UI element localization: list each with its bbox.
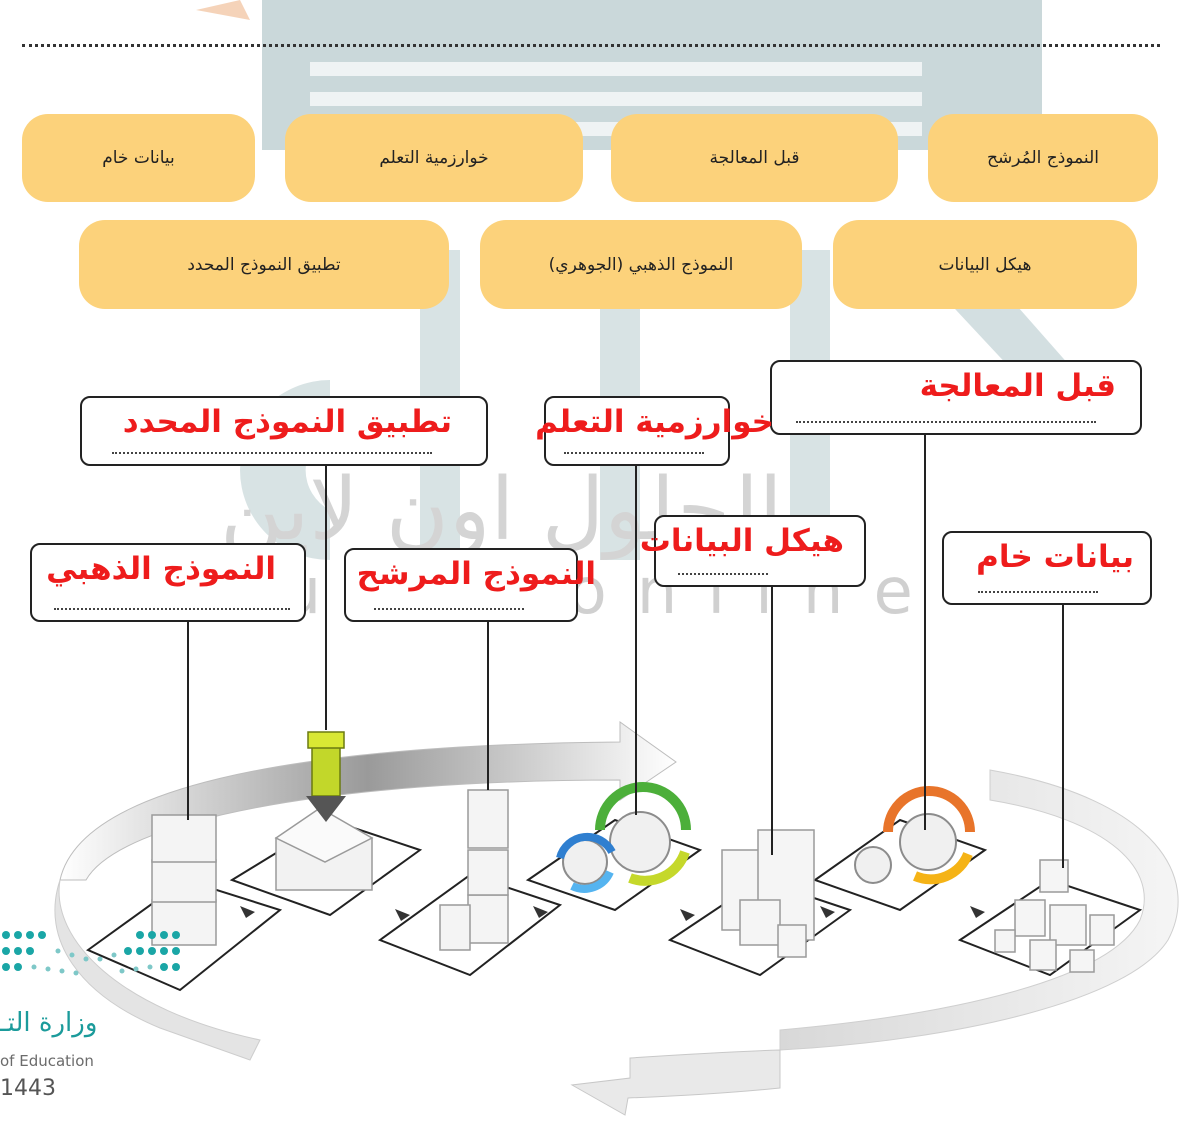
label-dotted-line [54,608,290,610]
label-box[interactable]: النموذج المرشح [344,548,596,622]
label-box[interactable]: النموذج الذهبي [30,543,306,622]
label-box[interactable]: تطبيق النموذج المحدد [80,396,488,466]
label-dotted-line [796,421,1096,423]
label-dotted-line [678,573,768,575]
option-chip[interactable]: النموذج الذهبي (الجوهري) [480,220,802,309]
answer-line [22,44,1160,47]
ministry-year: 1443 [0,1076,56,1101]
label-answer: النموذج المرشح [356,556,596,592]
option-chip[interactable]: بيانات خام [22,114,255,202]
label-answer: تطبيق النموذج المحدد [122,404,452,440]
option-chip[interactable]: هيكل البيانات [833,220,1137,309]
ministry-logo-dots [2,931,180,976]
ministry-english: of Education [0,1052,94,1070]
cycle-arrow-bottom [570,1049,781,1116]
label-dotted-line [374,608,524,610]
label-box[interactable]: هيكل البيانات [640,515,866,587]
label-dotted-line [978,591,1098,593]
option-chip[interactable]: تطبيق النموذج المحدد [79,220,449,309]
label-box[interactable]: بيانات خام [942,531,1152,605]
label-dotted-line [564,452,704,454]
label-answer: هيكل البيانات [639,523,844,559]
option-chip[interactable]: قبل المعالجة [611,114,898,202]
label-answer: خوارزمية التعلم [535,404,774,440]
label-answer: قبل المعالجة [919,368,1116,404]
ministry-name: وزارة التـ [0,1008,98,1038]
label-answer: بيانات خام [976,539,1134,575]
label-box[interactable]: خوارزمية التعلم [535,396,774,466]
cycle-arrow-left [54,879,261,1061]
label-answer: النموذج الذهبي [46,551,276,587]
option-chip[interactable]: النموذج المُرشح [928,114,1158,202]
label-dotted-line [112,452,432,454]
label-box[interactable]: قبل المعالجة [770,360,1142,435]
option-chip[interactable]: خوارزمية التعلم [285,114,583,202]
